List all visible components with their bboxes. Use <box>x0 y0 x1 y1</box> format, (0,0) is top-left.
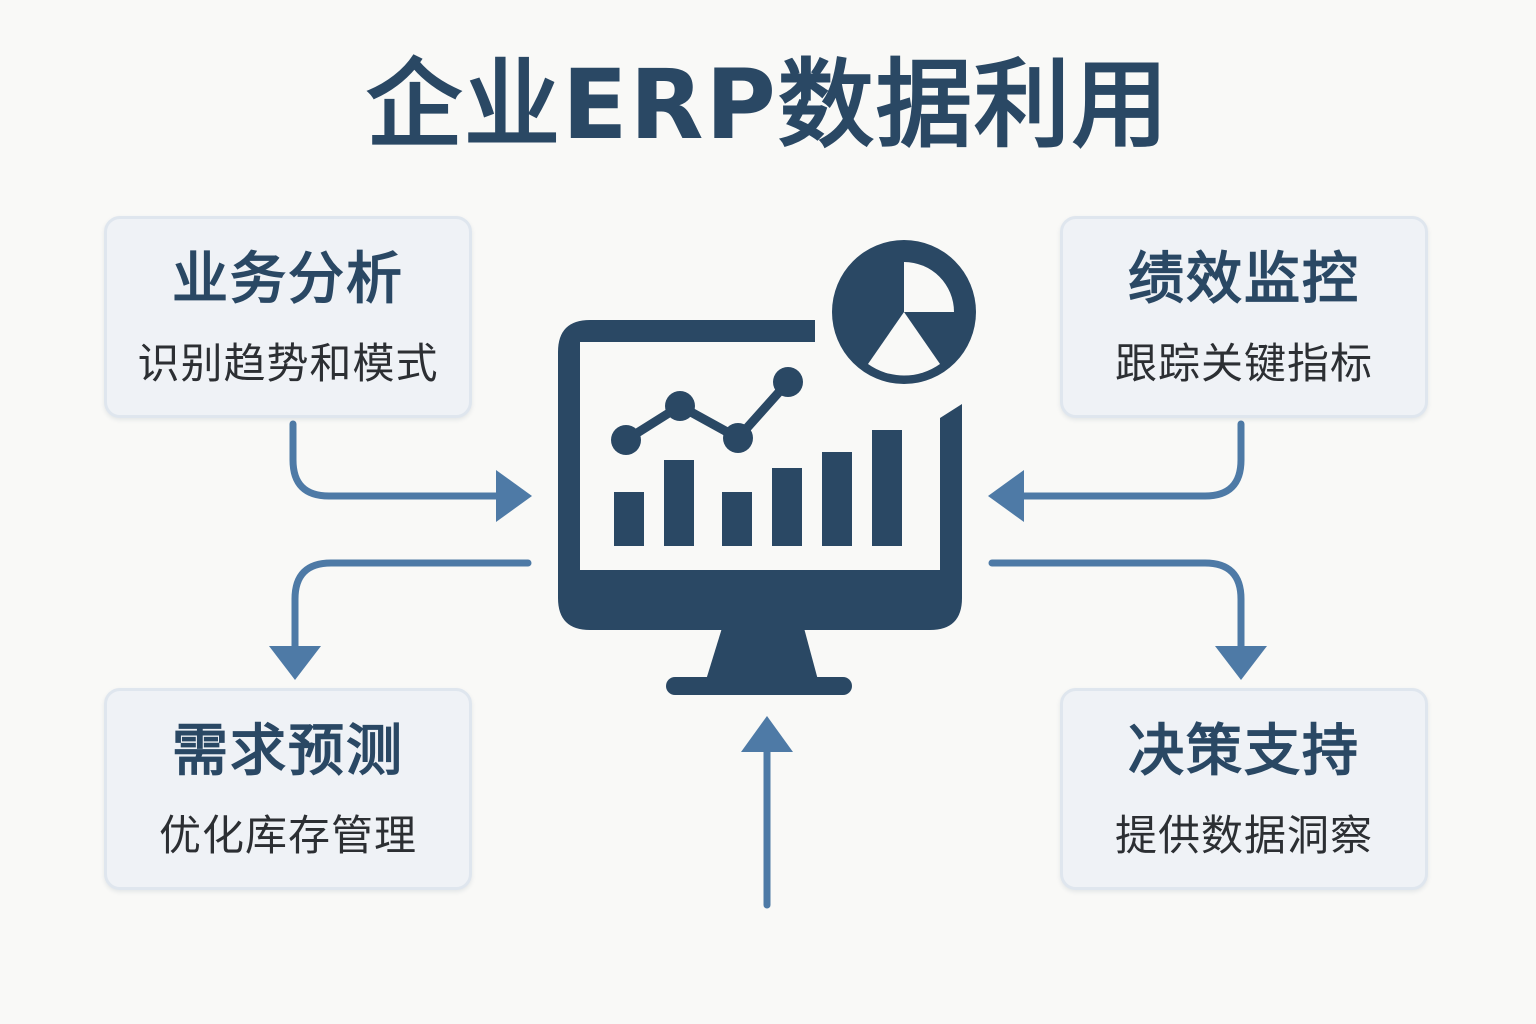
card-subtitle: 跟踪关键指标 <box>1114 339 1373 388</box>
bar-5 <box>822 452 852 546</box>
line-point-4 <box>773 367 803 397</box>
arrow-top-left-in <box>289 420 532 522</box>
card-subtitle: 提供数据洞察 <box>1114 811 1373 860</box>
card-demand-forecast: 需求预测 优化库存管理 <box>104 688 472 890</box>
arrow-bottom-up <box>741 716 793 909</box>
arrow-top-right-in <box>988 420 1245 522</box>
bar-chart-icon <box>614 430 902 546</box>
card-performance-monitoring: 绩效监控 跟踪关键指标 <box>1060 216 1428 418</box>
bar-6 <box>872 430 902 546</box>
card-title: 业务分析 <box>172 247 404 312</box>
line-chart-icon <box>611 367 803 455</box>
card-title: 绩效监控 <box>1128 247 1360 312</box>
monitor-icon <box>558 320 962 695</box>
line-point-1 <box>611 425 641 455</box>
arrow-bottom-left-out <box>269 559 532 680</box>
card-decision-support: 决策支持 提供数据洞察 <box>1060 688 1428 890</box>
bar-1 <box>614 492 644 546</box>
card-subtitle: 优化库存管理 <box>158 811 417 860</box>
card-business-analysis: 业务分析 识别趋势和模式 <box>104 216 472 418</box>
page-title: 企业ERP数据利用 <box>366 49 1170 161</box>
arrow-bottom-right-out <box>988 559 1267 680</box>
card-subtitle: 识别趋势和模式 <box>137 339 439 388</box>
card-title: 决策支持 <box>1128 719 1360 784</box>
bar-2 <box>664 460 694 546</box>
line-point-2 <box>665 391 695 421</box>
card-title: 需求预测 <box>172 719 404 784</box>
pie-chart-icon <box>832 240 976 384</box>
line-point-3 <box>723 423 753 453</box>
bar-4 <box>772 468 802 546</box>
bar-3 <box>722 492 752 546</box>
